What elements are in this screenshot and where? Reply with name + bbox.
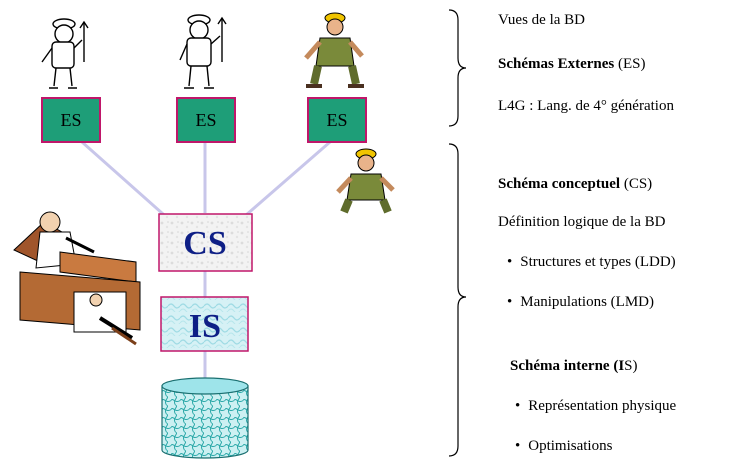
worker-figure-icon-1	[304, 12, 364, 88]
internal-schema-rest: S)	[624, 358, 638, 374]
connector-right	[237, 140, 331, 224]
internal-schema-heading: Schéma interne (IS)	[510, 358, 638, 375]
conceptual-bullet-2: Manipulations (LMD)	[507, 294, 654, 311]
is-label: IS	[189, 308, 221, 345]
administrator-desk-icon	[13, 211, 141, 346]
external-schemas-abbr: (ES)	[618, 56, 646, 72]
conceptual-bullet-1: Structures et types (LDD)	[507, 254, 675, 271]
external-views-text: Vues de la BD	[498, 12, 585, 28]
brace-external	[448, 9, 467, 127]
conceptual-schema-abbr: (CS)	[623, 176, 653, 192]
annotation-panel: Vues de la BD Schémas Externes (ES) L4G …	[498, 0, 738, 462]
es-label-2: ES	[195, 110, 216, 130]
conceptual-schema-bold: Schéma conceptuel	[498, 176, 621, 192]
worker-figure-icon-2	[336, 148, 395, 214]
connector-left	[81, 140, 173, 224]
database-cylinder-icon	[161, 377, 249, 459]
conceptual-schema-heading: Schéma conceptuel (CS)	[498, 176, 652, 193]
connector-lines	[81, 140, 331, 380]
cs-label: CS	[183, 225, 226, 262]
es-box-2: ES	[176, 97, 236, 143]
internal-schema-bold-2: I	[618, 358, 625, 374]
external-schema-boxes: ES ES ES	[41, 97, 367, 143]
user-figure-icon-2	[179, 14, 227, 89]
es-box-1: ES	[41, 97, 101, 143]
internal-bullet-2: Optimisations	[515, 438, 612, 455]
brace-conceptual-internal	[448, 143, 467, 457]
user-figure-icon-1	[41, 18, 89, 89]
internal-bullet-1: Représentation physique	[515, 398, 676, 415]
es-label-3: ES	[326, 110, 347, 130]
internal-schema-bold-1: Schéma interne (	[510, 358, 619, 374]
es-label-1: ES	[60, 110, 81, 130]
external-schemas-bold: Schémas Externes	[498, 56, 615, 72]
l4g-text: L4G : Lang. de 4° génération	[498, 98, 674, 114]
conceptual-definition-text: Définition logique de la BD	[498, 214, 666, 230]
external-schemas-heading: Schémas Externes (ES)	[498, 56, 646, 73]
es-box-3: ES	[307, 97, 367, 143]
conceptual-schema-box: CS	[158, 213, 253, 272]
internal-schema-box: IS	[160, 296, 249, 352]
